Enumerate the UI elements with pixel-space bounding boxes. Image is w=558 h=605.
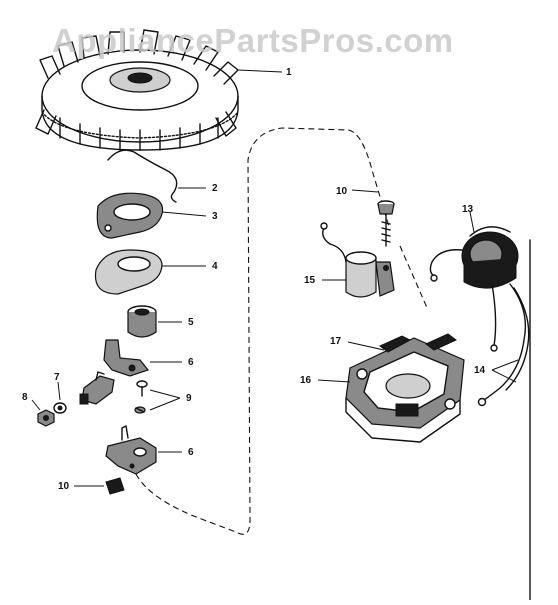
flywheel[interactable]	[35, 29, 239, 151]
callout-10a: 10	[58, 481, 70, 492]
condenser[interactable]	[320, 222, 395, 298]
breaker-arm-bracket[interactable]	[103, 339, 150, 377]
lower-bracket[interactable]	[105, 425, 157, 475]
callout-1: 1	[286, 67, 292, 78]
coil-screw[interactable]	[377, 200, 395, 247]
leader-1	[237, 69, 283, 73]
callout-16: 16	[300, 375, 312, 386]
callout-9: 9	[186, 393, 192, 404]
callout-6a: 6	[188, 357, 194, 368]
breaker-points[interactable]	[79, 371, 115, 405]
cover-plate[interactable]	[96, 192, 164, 239]
screws[interactable]	[134, 380, 148, 414]
terminal-clip[interactable]	[105, 477, 125, 495]
callout-6b: 6	[188, 447, 194, 458]
callout-17: 17	[330, 336, 342, 347]
callout-8: 8	[22, 392, 28, 403]
hex-nut[interactable]	[37, 409, 55, 427]
assembly-dashed-line	[135, 127, 391, 535]
callout-2: 2	[212, 183, 218, 194]
callout-5: 5	[188, 317, 194, 328]
spring-clip[interactable]	[107, 149, 178, 203]
washer[interactable]	[53, 402, 67, 414]
ignition-coil[interactable]	[429, 226, 519, 289]
breaker-box[interactable]	[345, 333, 465, 443]
callout-7: 7	[54, 372, 60, 383]
callout-10b: 10	[336, 186, 348, 197]
coil-wires[interactable]	[477, 283, 530, 407]
callout-14: 14	[474, 365, 486, 376]
callout-4: 4	[212, 261, 218, 272]
callout-15: 15	[304, 275, 316, 286]
callout-3: 3	[212, 211, 218, 222]
callout-13: 13	[462, 204, 474, 215]
cam-sleeve[interactable]	[127, 305, 157, 338]
gasket[interactable]	[94, 249, 163, 295]
